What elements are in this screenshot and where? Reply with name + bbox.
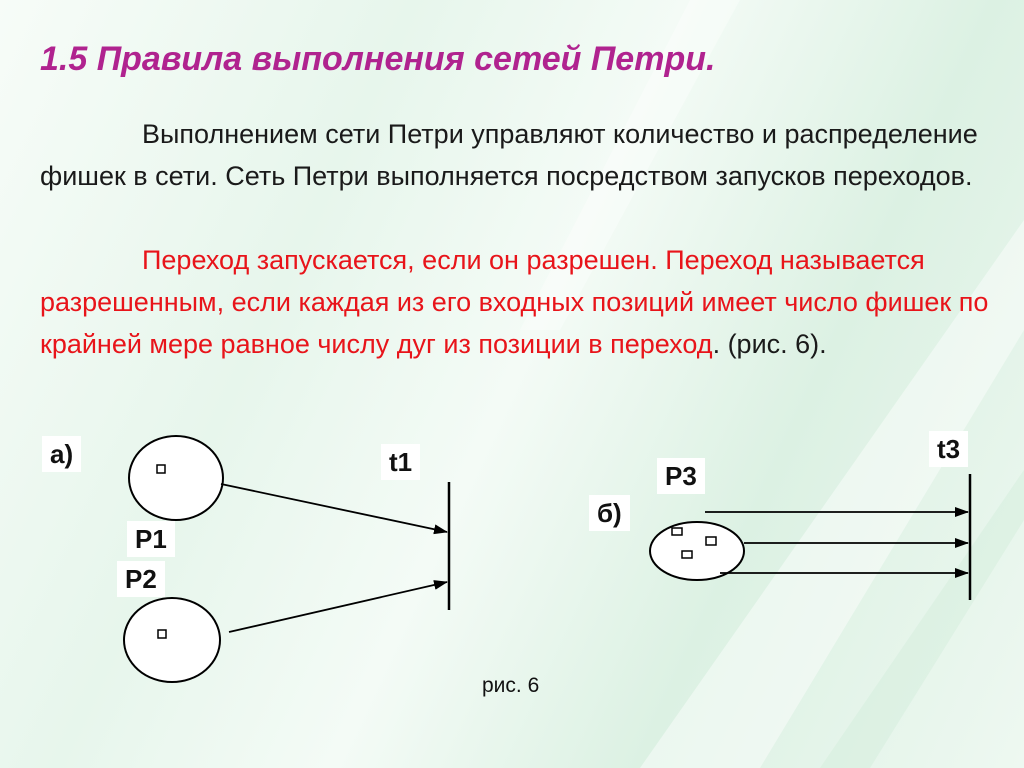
- figure-caption: рис. 6: [482, 674, 540, 697]
- label-part-a: а): [42, 436, 82, 472]
- token-p3-3: [681, 550, 693, 559]
- token-p3-1: [671, 527, 683, 536]
- label-p3: P3: [657, 458, 705, 494]
- paragraph-figure-reference: . (рис. 6).: [712, 329, 827, 359]
- paragraph-enabled-rule-red: Переход запускается, если он разрешен. П…: [40, 245, 989, 359]
- token-p1: [156, 464, 166, 474]
- arc-p1-to-t1: [220, 483, 448, 535]
- slide-title: 1.5 Правила выполнения сетей Петри.: [40, 40, 716, 78]
- paragraph-execution-text: Выполнением сети Петри управляют количес…: [40, 119, 978, 191]
- label-p2: P2: [117, 561, 165, 597]
- token-p2: [157, 629, 167, 639]
- label-part-b: б): [589, 495, 630, 531]
- label-t3: t3: [929, 431, 969, 467]
- place-p1-circle: [128, 435, 224, 521]
- arc-p2-to-t1: [228, 580, 448, 633]
- token-p3-2: [705, 536, 717, 546]
- paragraph-enabled-rule: Переход запускается, если он разрешен. П…: [40, 239, 1000, 365]
- place-p2-circle: [123, 597, 221, 683]
- label-p1: P1: [127, 521, 175, 557]
- label-t1: t1: [381, 444, 421, 480]
- paragraph-execution: Выполнением сети Петри управляют количес…: [40, 113, 1000, 197]
- place-p3-circle: [649, 521, 745, 581]
